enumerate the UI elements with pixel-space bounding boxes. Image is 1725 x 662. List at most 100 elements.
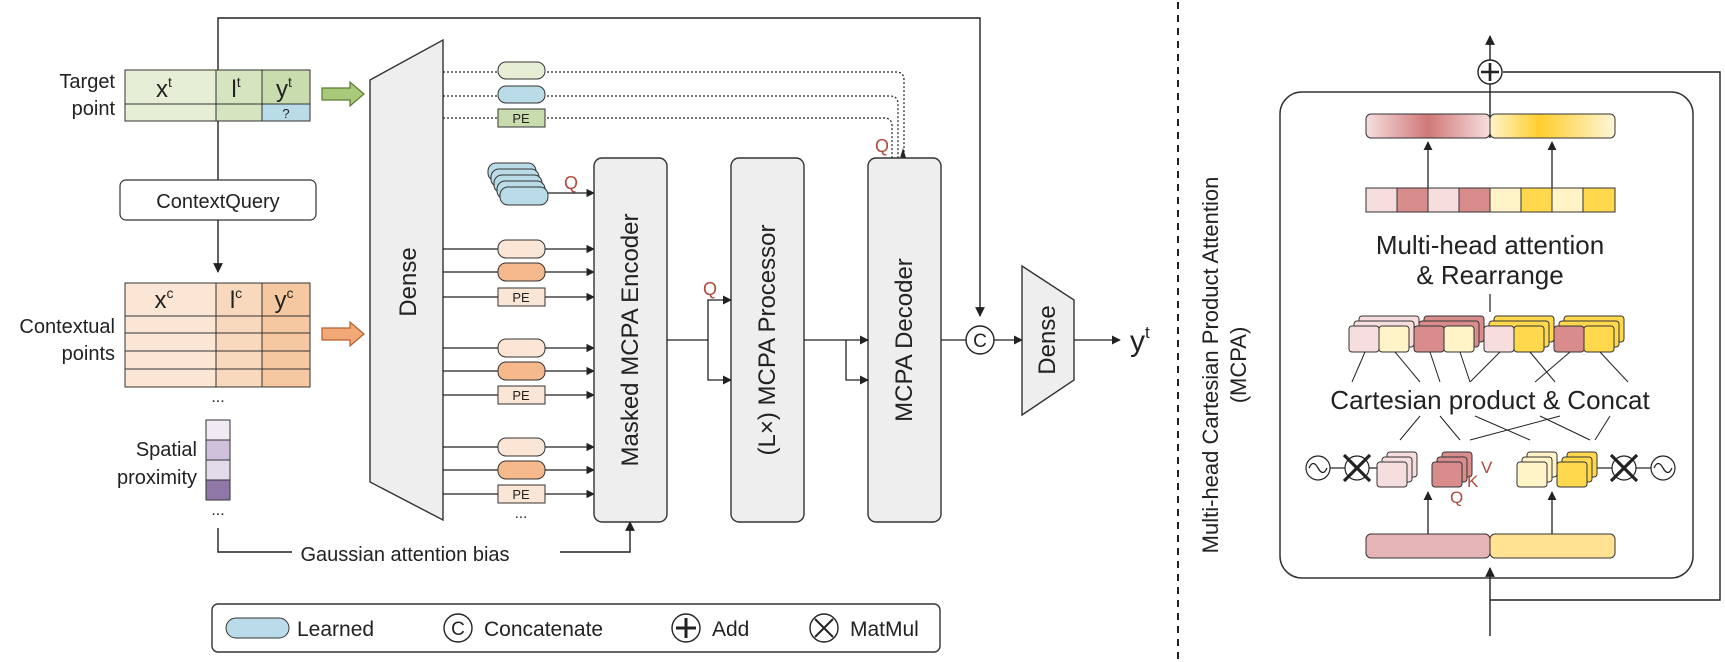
legend-concat-label: Concatenate (484, 618, 603, 641)
context-rows (124, 315, 311, 388)
decoder-q-arrowhead (900, 148, 906, 158)
output-bar-red (1365, 113, 1491, 139)
output-label: yt (1130, 323, 1150, 358)
context-pe-label-2: PE (512, 388, 530, 403)
context-l-header (215, 282, 263, 317)
v-label: V (1481, 458, 1493, 477)
target-x-cell-b (124, 103, 217, 122)
dense-left-block (369, 38, 444, 522)
qkv-stack-yellow (1556, 451, 1598, 488)
legend-learned-swatch (225, 617, 290, 639)
decoder-q-label: Q (875, 136, 889, 156)
legend-add-label: Add (712, 618, 749, 641)
dense-right-block (1021, 264, 1075, 417)
target-label-line1: Target (59, 71, 115, 93)
gaussian-line-left (217, 528, 292, 553)
wave-icon-left (1305, 455, 1331, 481)
context-pe-label-1: PE (512, 290, 530, 305)
context-y-header (261, 282, 311, 317)
target-label-line2: point (72, 98, 116, 120)
contextual-points: Contextual points xc lc yc ... (19, 282, 311, 406)
k-label: K (1467, 472, 1479, 491)
tokens-ellipsis: ... (515, 505, 528, 522)
context-x-text: xc (155, 285, 174, 314)
legend-box (211, 603, 941, 653)
mcpa-title-line2: (MCPA) (1226, 327, 1251, 404)
gaussian-arrow-right (560, 521, 635, 553)
cartesian-label: Cartesian product & Concat (1330, 385, 1650, 415)
context-ellipsis: ... (211, 389, 224, 406)
context-to-dense-arrow (321, 320, 365, 348)
spatial-cell-4 (205, 479, 231, 501)
spatial-proximity: Spatial proximity ... (117, 419, 231, 519)
input-bar-yellow (1489, 533, 1616, 559)
dense-left-label: Dense (395, 247, 422, 316)
gaussian-label: Gaussian attention bias (300, 544, 509, 566)
processor-q-arrow (707, 295, 732, 340)
processor-to-decoder-kv-arrow (845, 340, 869, 385)
target-point: Target point xt lt yt ? (59, 69, 311, 122)
context-l-text: lc (230, 285, 242, 314)
spatial-ellipsis: ... (211, 502, 224, 519)
cartesian-pairs (1348, 315, 1625, 353)
target-token-learned (497, 85, 546, 104)
mcpa-add-node (1477, 59, 1503, 85)
q-label-mcpa: Q (1450, 488, 1463, 507)
mcpa-title-line1: Multi-head Cartesian Product Attention (1198, 177, 1223, 554)
target-token-pe (497, 108, 546, 128)
spatial-label-line2: proximity (117, 467, 197, 489)
qkv-stack-light-red (1376, 451, 1418, 488)
target-l-text: lt (231, 74, 240, 103)
dense-right-label: Dense (1034, 305, 1061, 374)
context-token-group-2: PE (443, 338, 595, 405)
target-l-cell-b (215, 103, 263, 122)
legend-concat-symbol: C (451, 619, 465, 640)
encoder-label: Masked MCPA Encoder (617, 213, 644, 466)
spatial-cell-3 (205, 459, 231, 481)
spatial-cell-2 (205, 439, 231, 461)
target-pe-label: PE (512, 111, 530, 126)
add-icon (671, 613, 701, 643)
context-token-group-3: PE (443, 437, 595, 504)
legend-learned-label: Learned (297, 618, 374, 641)
decoder-label: MCPA Decoder (891, 258, 918, 422)
attention-label-line2: & Rearrange (1416, 260, 1563, 290)
target-x-text: xt (156, 74, 172, 103)
matmul-icon-right (1609, 453, 1639, 483)
learned-query-stack (487, 162, 549, 206)
encoder-q-label: Q (564, 173, 578, 193)
matmul-icon (809, 613, 839, 643)
target-to-dense-arrow (321, 80, 365, 108)
matmul-icon-left (1342, 453, 1372, 483)
context-pe-label-3: PE (512, 487, 530, 502)
target-token-x (497, 61, 546, 80)
processor-label: (L×) MCPA Processor (754, 225, 781, 456)
context-token-group-1: PE (443, 239, 595, 307)
qkv-stack-dark-red (1431, 451, 1473, 488)
wave-icon-right (1650, 455, 1676, 481)
target-unknown-text: ? (282, 106, 289, 121)
output-bar-yellow (1489, 113, 1616, 139)
target-y-text: yt (276, 74, 292, 103)
concat-node-symbol: C (973, 331, 987, 352)
target-unknown-cell (261, 103, 311, 122)
context-y-text: yc (275, 285, 294, 314)
context-query-label: ContextQuery (156, 191, 279, 213)
target-token-dotted-lines (443, 71, 905, 158)
qkv-stack-light-yellow (1516, 451, 1558, 488)
target-l-cell (215, 69, 263, 105)
spatial-cell-1 (205, 419, 231, 441)
skip-connection-arrow (217, 17, 985, 317)
context-label-line1: Contextual (19, 316, 115, 338)
context-label-line2: points (62, 343, 115, 365)
input-bar-red (1365, 533, 1491, 559)
attention-label-line1: Multi-head attention (1376, 230, 1604, 260)
multi-head-bar (1365, 187, 1616, 213)
spatial-label-line1: Spatial (136, 439, 197, 461)
legend-matmul-label: MatMul (850, 618, 919, 641)
residual-connection (1490, 71, 1721, 601)
cartesian-fan-lines (1351, 351, 1629, 441)
processor-q-label: Q (703, 279, 717, 299)
legend-concat-icon (443, 613, 473, 643)
